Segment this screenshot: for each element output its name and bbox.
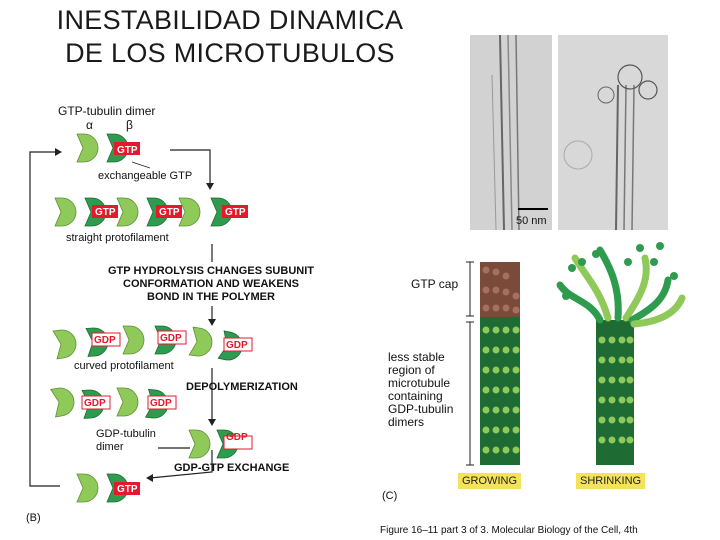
gtp-tag-2: GTP <box>159 207 180 218</box>
less-stable-region-label: less stable region of microtubule contai… <box>388 350 454 429</box>
cycle-arrowhead-right <box>206 183 214 190</box>
gtp-tag-3: GTP <box>225 207 246 218</box>
gtp-tag-1: GTP <box>95 207 116 218</box>
panel-b-letter: (B) <box>26 512 41 524</box>
gtp-cap-label: GTP cap <box>411 277 459 291</box>
straight-protofilament <box>54 197 248 227</box>
micrograph-left <box>470 35 552 230</box>
cycle-return-line <box>29 151 60 487</box>
curved-protofilament-label: curved protofilament <box>74 360 174 372</box>
gdp-tubulin-dimer <box>188 429 253 459</box>
scale-bar-label: 50 nm <box>516 215 547 227</box>
slide-title: INESTABILIDAD DINAMICA DE LOS MICROTUBUL… <box>0 4 460 70</box>
dimer-label: GTP-tubulin dimer <box>58 104 156 118</box>
alpha-label: α <box>86 118 93 132</box>
cycle-right-line <box>170 149 211 186</box>
exchange-arrowhead <box>146 474 153 482</box>
hydrolysis-label: GTP HYDROLYSIS CHANGES SUBUNIT CONFORMAT… <box>108 265 314 303</box>
growing-label: GROWING <box>458 473 521 489</box>
curved-protofilament <box>52 325 253 364</box>
gdp-tag-1: GDP <box>94 335 116 346</box>
growing-microtubule <box>480 262 520 465</box>
hydrolysis-arrowhead <box>208 319 216 326</box>
depolymerization-label: DEPOLYMERIZATION <box>186 381 298 393</box>
gdp-tag-2: GDP <box>160 333 182 344</box>
gdp-tubulin-dimer-label: GDP-tubulin dimer <box>96 428 156 453</box>
shrinking-microtubule <box>556 242 686 465</box>
title-line-2: DE LOS MICROTUBULOS <box>65 38 395 68</box>
micrograph-right <box>558 35 668 230</box>
gtp-tag-top: GTP <box>117 145 138 156</box>
gdp-tag-6: GDP <box>226 432 248 443</box>
shrinking-label: SHRINKING <box>576 473 646 489</box>
scale-bar <box>518 208 548 210</box>
beta-label: β <box>126 118 133 132</box>
gdp-tag-3: GDP <box>226 340 248 351</box>
panel-c-letter: (C) <box>382 490 398 502</box>
gdp-gtp-exchange-label: GDP-GTP EXCHANGE <box>174 462 290 474</box>
gdp-tag-4: GDP <box>84 398 106 409</box>
depolymerization-arrowhead <box>208 419 216 426</box>
exchangeable-gtp-label: exchangeable GTP <box>98 170 193 182</box>
cycle-arrowhead-top <box>55 148 62 156</box>
gdp-tag-5: GDP <box>150 398 172 409</box>
depolymerizing-fragment <box>50 385 177 420</box>
title-line-1: INESTABILIDAD DINAMICA <box>56 5 404 35</box>
gtp-tag-bottom: GTP <box>117 484 138 495</box>
gtp-tubulin-dimer-bottom <box>76 473 140 503</box>
straight-protofilament-label: straight protofilament <box>66 232 169 244</box>
gtp-tubulin-dimer-top <box>76 133 140 163</box>
figure-caption: Figure 16–11 part 3 of 3. Molecular Biol… <box>380 525 638 536</box>
